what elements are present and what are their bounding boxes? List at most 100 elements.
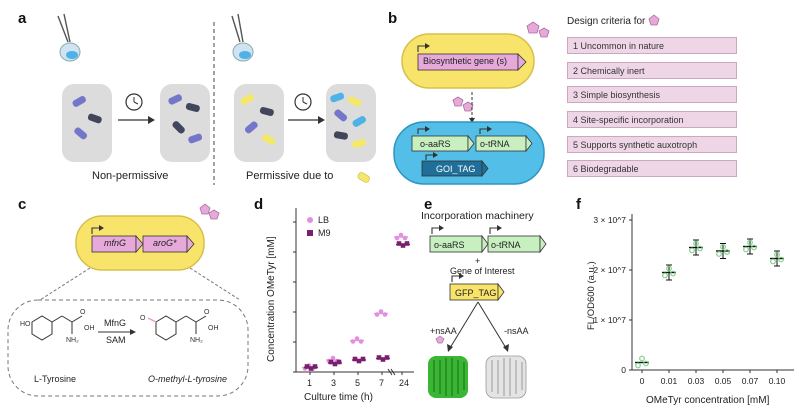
chart-d-point-m9 [312, 364, 318, 369]
chart-d-point-m9 [332, 361, 338, 367]
chart-d-axis-break [387, 368, 393, 376]
gfp-tag-label: GFP_TAG [455, 288, 497, 298]
chart-f-xtick-label: 0.05 [715, 376, 732, 386]
svg-text:OH: OH [208, 325, 219, 332]
chart-f-xlabel: OMeTyr concentration [mM] [646, 395, 770, 406]
chart-d-point-m9 [380, 357, 386, 362]
criteria-item-2: 2 Chemically inert [567, 62, 737, 79]
chart-f-xtick-label: 0.07 [742, 376, 759, 386]
chart-f-point [666, 265, 672, 272]
chart-f-ylabel: FL/OD600 (a.u.) [586, 261, 597, 330]
gene-of-interest-label: Gene of Interest [450, 266, 515, 276]
criteria-item-1: 1 Uncommon in nature [567, 37, 737, 54]
svg-text:NH₂: NH₂ [190, 337, 203, 344]
chart-f-point [743, 246, 749, 253]
chart-f-ytick-label: 3 × 10^7 [593, 215, 626, 225]
o-aaRS-label-e: o-aaRS [434, 240, 465, 250]
chart-d-xlabel: Culture time (h) [304, 392, 373, 403]
chart-d-point-m9 [304, 364, 310, 369]
chart-d-xtick-label: 7 [379, 378, 384, 388]
pentagon-icon [648, 14, 660, 26]
chart-f-xtick-label: 0.01 [661, 376, 678, 386]
gfp-protein-unfolded [485, 355, 527, 399]
criteria-item-3: 3 Simple biosynthesis [567, 86, 737, 103]
chart-d-point-m9 [360, 356, 366, 362]
chart-d-point-m9 [384, 355, 390, 360]
panel-letter-d: d [254, 196, 264, 213]
chart-f-point [635, 362, 641, 369]
chart-d-xtick-label: 5 [355, 378, 360, 388]
chart-f-point [662, 272, 668, 279]
criteria-item-4: 4 Site-specific incorporation [567, 111, 737, 128]
legend-lb-marker [307, 217, 313, 223]
label-non-permissive: Non-permissive [92, 170, 169, 182]
chart-f-point [774, 251, 780, 258]
plus-nsaa-label: +nsAA [430, 326, 457, 336]
chart-f-point [751, 244, 757, 251]
panel-a-illustration [57, 13, 376, 185]
chart-f-xtick-label: 0.03 [688, 376, 705, 386]
o-tRNA-label-e: o-tRNA [491, 240, 521, 250]
chart-d-point-lb [378, 309, 384, 314]
chart-f-point [778, 256, 784, 263]
chart-d-xtick-label: 24 [399, 378, 409, 388]
legend-lb-label: LB [318, 215, 329, 225]
chart-f-point [770, 258, 776, 265]
o-tRNA-label-b: o-tRNA [480, 139, 510, 149]
chart-d-ylabel: Concentration OMeTyr [mM] [266, 236, 277, 362]
panel-letter-f: f [576, 196, 581, 213]
chart-f-point [724, 249, 730, 255]
incorporation-title: Incorporation machinery [421, 210, 534, 222]
goi-tag-label: GOI_TAG [436, 164, 476, 174]
biosynthetic-gene-label: Biosynthetic gene (s) [423, 56, 508, 66]
svg-text:O: O [80, 309, 86, 316]
chart-f-point [716, 251, 722, 257]
chart-f-xtick-label: 0 [640, 376, 645, 386]
chart-f-point [670, 270, 676, 277]
chart-d-xtick-label: 3 [331, 378, 336, 388]
chart-d-point-lb [358, 339, 364, 344]
chart-d-point-m9 [352, 356, 358, 362]
svg-text:O: O [204, 309, 210, 316]
chart-f-point [689, 247, 695, 254]
panel-e-illustration [428, 225, 547, 399]
gene-mfnG-label: mfnG [104, 238, 127, 248]
o-aaRS-label-b: o-aaRS [420, 139, 451, 149]
chart-f-point [747, 239, 753, 246]
chart-f-point [720, 244, 726, 250]
criteria-item-5: 5 Supports synthetic auxotroph [567, 136, 737, 153]
chart-f-ytick-label: 2 × 10^7 [593, 265, 626, 275]
chart-d-point-m9 [328, 359, 334, 365]
chart-f-point [697, 245, 703, 252]
chart-d-point-lb [354, 336, 360, 341]
svg-text:OH: OH [84, 325, 95, 332]
svg-text:O: O [140, 315, 146, 322]
label-permissive: Permissive due to [246, 170, 334, 182]
panel-letter-e: e [424, 196, 433, 213]
svg-text:HO: HO [20, 321, 31, 328]
legend-m9-label: M9 [318, 228, 331, 238]
chart-d-point-lb [330, 355, 336, 361]
chart-d-point-lb [398, 232, 404, 238]
chart-f-point [643, 360, 649, 367]
chart-d-point-m9 [400, 243, 406, 248]
criteria-item-6: 6 Biodegradable [567, 160, 737, 177]
chart-d-point-m9 [376, 355, 382, 360]
minus-nsaa-label: -nsAA [504, 326, 529, 336]
chart-d-point-m9 [404, 241, 410, 246]
svg-text:NH₂: NH₂ [66, 337, 79, 344]
chart-d-point-m9 [336, 359, 342, 365]
panel-letter-b: b [388, 10, 398, 27]
chart-d-point-lb [402, 235, 408, 241]
chart-f-point [693, 240, 699, 247]
chart-f-ytick-label: 1 × 10^7 [593, 315, 626, 325]
plus-sign: + [475, 256, 481, 266]
chart-d-axis-break [390, 368, 396, 376]
panel-letter-c: c [18, 196, 27, 213]
chart-d-point-lb [374, 312, 380, 317]
legend-m9-marker [307, 230, 313, 236]
chart-d-point-lb [382, 312, 388, 317]
chart-d-point-lb [394, 235, 400, 241]
